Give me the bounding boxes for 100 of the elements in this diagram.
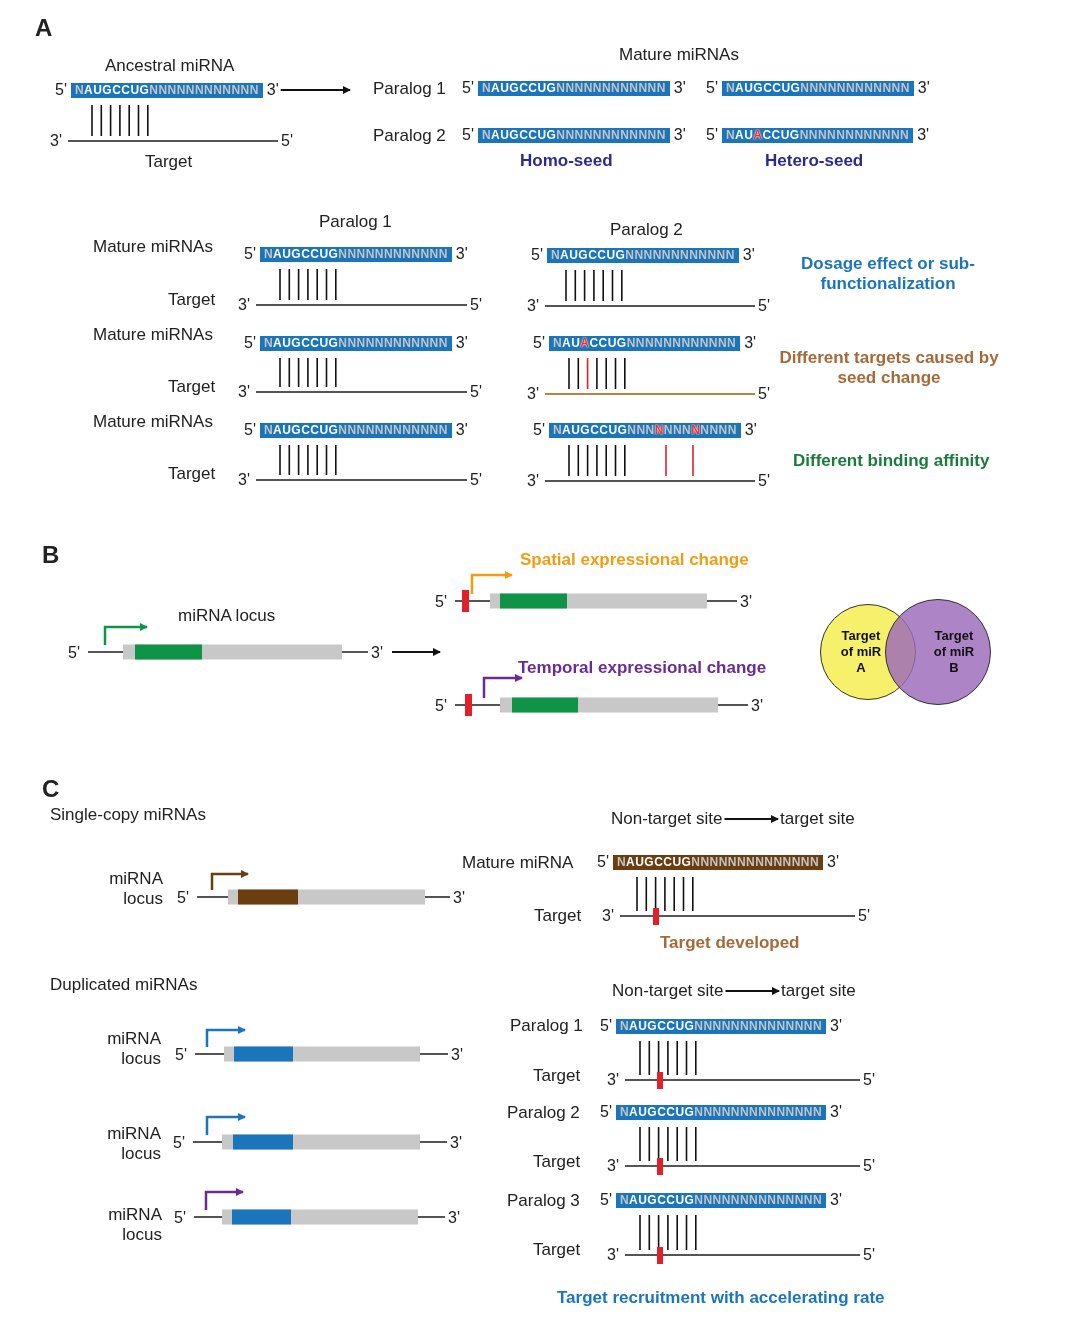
strand-end-label: 5': [531, 246, 543, 264]
site-label: Non-target site: [611, 809, 723, 829]
annotation-text: Homo-seed: [520, 151, 613, 171]
strand-end-label: 5': [533, 334, 545, 352]
strand-end-label: 5': [863, 1070, 875, 1090]
strand-end-label: 5': [600, 1191, 612, 1209]
strand-end-label: 3': [527, 296, 539, 316]
strand-end-label: 3': [827, 853, 839, 871]
row-label: Target: [534, 906, 582, 926]
column-heading: Paralog 1: [319, 212, 392, 232]
strand-end-label: 5': [55, 81, 67, 99]
strand-end-label: 3': [527, 384, 539, 404]
strand-end-label: 3': [455, 245, 468, 263]
strand-end-label: 5': [173, 1133, 185, 1153]
mirna-sequence-bar: NAUGCCUGNNNNNNNNNNNNNN: [612, 854, 824, 870]
mirna-sequence-bar: NAUGCCUGNNNNNNNNNNNN: [477, 127, 670, 143]
strand-end-label: 3': [673, 126, 686, 144]
row-label: Target: [168, 290, 216, 310]
strand-end-label: 3': [238, 470, 250, 490]
site-label: Non-target site: [612, 981, 724, 1001]
section-heading: Duplicated miRNAs: [50, 975, 198, 995]
row-label: miRNA locus: [108, 869, 163, 909]
strand-end-label: 3': [830, 1017, 842, 1035]
strand-end-label: 5': [435, 696, 447, 716]
strand-end-label: 5': [244, 334, 256, 352]
row-label: Paralog 3: [507, 1191, 580, 1211]
row-label: miRNA locus: [106, 1124, 161, 1164]
row-label: miRNA locus: [107, 1205, 162, 1245]
strand-end-label: 3': [266, 81, 279, 99]
strand-end-label: 5': [533, 421, 545, 439]
strand-end-label: 3': [50, 131, 62, 151]
strand-end-label: 3': [238, 382, 250, 402]
strand-end-label: 5': [281, 131, 293, 151]
strand-end-label: 3': [744, 334, 757, 352]
panel-letter: C: [42, 779, 60, 799]
arrow: [279, 86, 351, 94]
strand-end-label: 5': [470, 470, 482, 490]
strand-end-label: 3': [238, 295, 250, 315]
site-label: target site: [780, 809, 855, 829]
strand-end-label: 5': [435, 592, 447, 612]
circle-label: Target of miR A: [839, 628, 883, 676]
strand-end-label: 5': [863, 1156, 875, 1176]
strand-end-label: 3': [607, 1245, 619, 1265]
strand-end-label: 3': [830, 1103, 842, 1121]
strand-end-label: 5': [244, 421, 256, 439]
strand-end-label: 5': [68, 643, 80, 663]
annotation-text: Different binding affinity: [793, 451, 990, 471]
strand-end-label: 5': [758, 471, 770, 491]
strand-end-label: 5': [462, 79, 474, 97]
strand-end-label: 3': [455, 334, 468, 352]
annotation-text: Spatial expressional change: [520, 550, 749, 570]
strand-end-label: 5': [600, 1103, 612, 1121]
mirna-sequence-bar: NAUACCUGNNNNNNNNNNNN: [548, 335, 741, 351]
row-label: Target: [145, 152, 193, 172]
strand-end-label: 3': [742, 246, 755, 264]
strand-end-label: 5': [244, 245, 256, 263]
strand-end-label: 3': [607, 1070, 619, 1090]
row-label: Paralog 2: [373, 126, 446, 146]
row-label: Mature miRNA: [462, 853, 574, 873]
mirna-sequence-bar: NAUGCCUGNNNNNNNNNNNN: [259, 246, 452, 262]
mirna-sequence-bar: NAUGCCUGNNNNNNNNNNNN: [546, 247, 739, 263]
strand-end-label: 3': [917, 126, 930, 144]
strand-end-label: 3': [673, 79, 686, 97]
section-heading: Single-copy miRNAs: [50, 805, 206, 825]
strand-end-label: 5': [462, 126, 474, 144]
panel-letter: A: [35, 18, 53, 38]
strand-end-label: 5': [863, 1245, 875, 1265]
annotation-text: Target developed: [660, 933, 800, 953]
mirna-sequence-bar: NAUGCCUGNNNNNNNNNNNN: [259, 422, 452, 438]
strand-end-label: 3': [740, 592, 752, 612]
strand-end-label: 5': [177, 888, 189, 908]
strand-end-label: 3': [751, 696, 763, 716]
arrow: [724, 987, 780, 995]
strand-end-label: 3': [450, 1133, 462, 1153]
annotation-text: Target recruitment with accelerating rate: [557, 1288, 885, 1308]
row-label: miRNA locus: [106, 1029, 161, 1069]
arrow: [391, 648, 441, 656]
strand-end-label: 5': [858, 906, 870, 926]
strand-end-label: 5': [758, 296, 770, 316]
mirna-sequence-bar: NAUGCCUGNNNNNNNNNNNN: [548, 422, 741, 438]
annotation-text: Temporal expressional change: [518, 658, 767, 678]
strand-end-label: 5': [758, 384, 770, 404]
column-heading: Paralog 2: [610, 220, 683, 240]
strand-end-label: 3': [527, 471, 539, 491]
strand-end-label: 5': [174, 1208, 186, 1228]
strand-end-label: 3': [744, 421, 757, 439]
strand-end-label: 3': [448, 1208, 460, 1228]
mirna-sequence-bar: NAUGCCUGNNNNNNNNNNNN: [477, 80, 670, 96]
mirna-sequence-bar: NAUGCCUGNNNNNNNNNNNNNN: [615, 1104, 827, 1120]
locus-label: miRNA locus: [178, 606, 276, 626]
strand-end-label: 5': [470, 295, 482, 315]
strand-end-label: 3': [451, 1045, 463, 1065]
row-label: Mature miRNAs: [93, 412, 213, 432]
row-label: Target: [533, 1066, 581, 1086]
site-label: target site: [781, 981, 856, 1001]
strand-end-label: 3': [453, 888, 465, 908]
column-heading: Ancestral miRNA: [105, 56, 235, 76]
mirna-sequence-bar: NAUGCCUGNNNNNNNNNNNN: [721, 80, 914, 96]
strand-end-label: 3': [607, 1156, 619, 1176]
row-label: Paralog 1: [373, 79, 446, 99]
